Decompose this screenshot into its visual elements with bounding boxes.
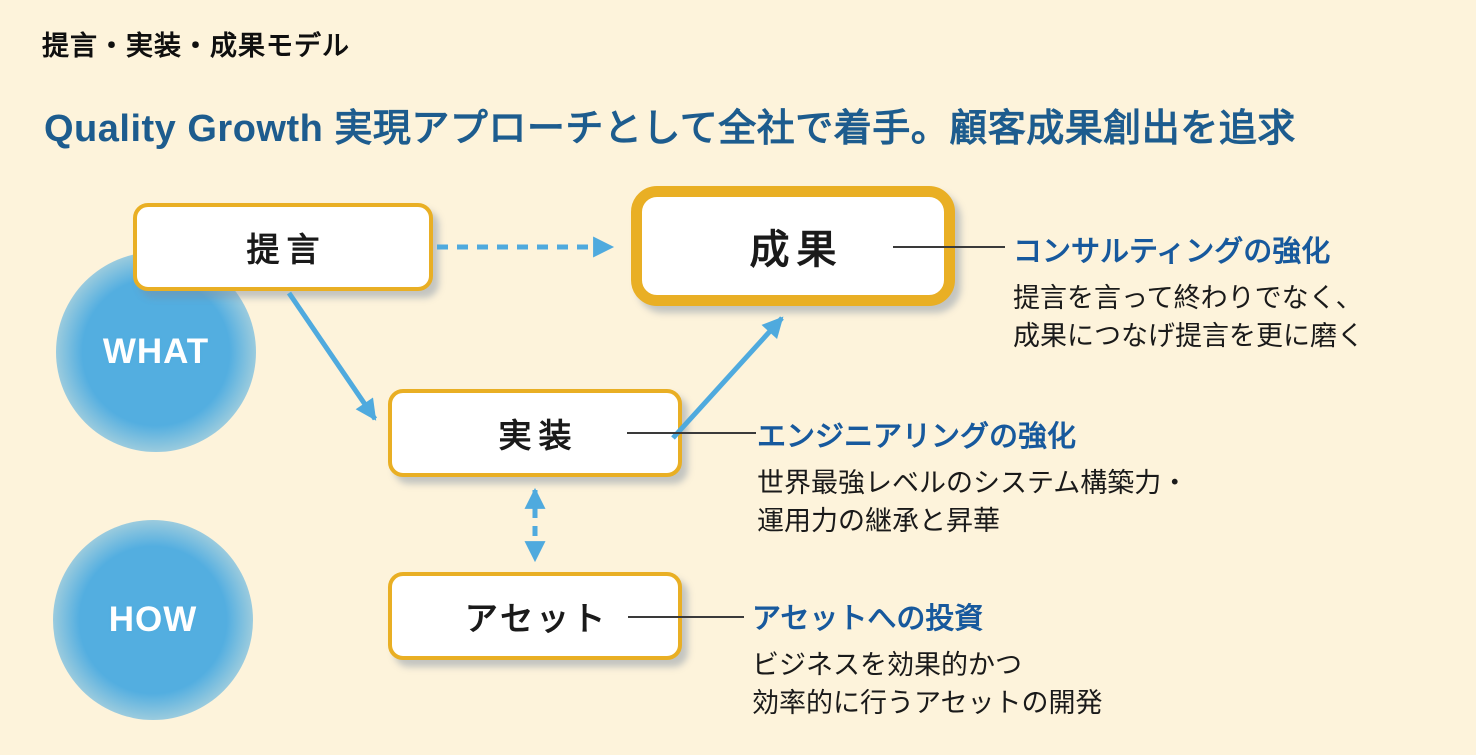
node-asset: アセット: [388, 572, 682, 660]
annotation-asset-investment-line1: ビジネスを効果的かつ: [752, 650, 1022, 680]
page-title: Quality Growth 実現アプローチとして全社で着手。顧客成果創出を追求: [44, 108, 1296, 150]
arrow-teigen-to-jisso: [286, 291, 378, 421]
annotation-asset-investment-title: アセットへの投資: [752, 603, 984, 635]
annotation-engineering-line2: 運用力の継承と昇華: [757, 506, 1000, 536]
node-asset-label: アセット: [464, 600, 609, 637]
node-jisso: 実装: [388, 389, 682, 477]
annotation-consulting: コンサルティングの強化 提言を言って終わりでなく、 成果につなげ提言を更に磨く: [1013, 228, 1364, 355]
annotation-engineering-line1: 世界最強レベルのシステム構築力・: [757, 468, 1189, 498]
what-label: WHAT: [102, 332, 210, 371]
node-seika: 成果: [631, 186, 955, 306]
node-seika-label: 成果: [749, 228, 844, 272]
annotation-asset-investment-line2: 効率的に行うアセットの開発: [752, 688, 1103, 718]
model-subtitle: 提言・実装・成果モデル: [42, 31, 350, 61]
annotation-consulting-line1: 提言を言って終わりでなく、: [1013, 283, 1363, 313]
node-jisso-label: 実装: [498, 417, 579, 454]
node-teigen: 提言: [133, 203, 433, 291]
annotation-engineering-title: エンジニアリングの強化: [757, 421, 1077, 453]
how-circle: HOW: [53, 520, 253, 720]
how-label: HOW: [108, 600, 198, 639]
annotation-consulting-line2: 成果につなげ提言を更に磨く: [1013, 321, 1364, 351]
annotation-asset-investment: アセットへの投資 ビジネスを効果的かつ 効率的に行うアセットの開発: [752, 595, 1102, 722]
annotation-consulting-title: コンサルティングの強化: [1013, 236, 1331, 268]
node-teigen-label: 提言: [246, 231, 327, 268]
annotation-engineering: エンジニアリングの強化 世界最強レベルのシステム構築力・ 運用力の継承と昇華: [757, 413, 1188, 540]
